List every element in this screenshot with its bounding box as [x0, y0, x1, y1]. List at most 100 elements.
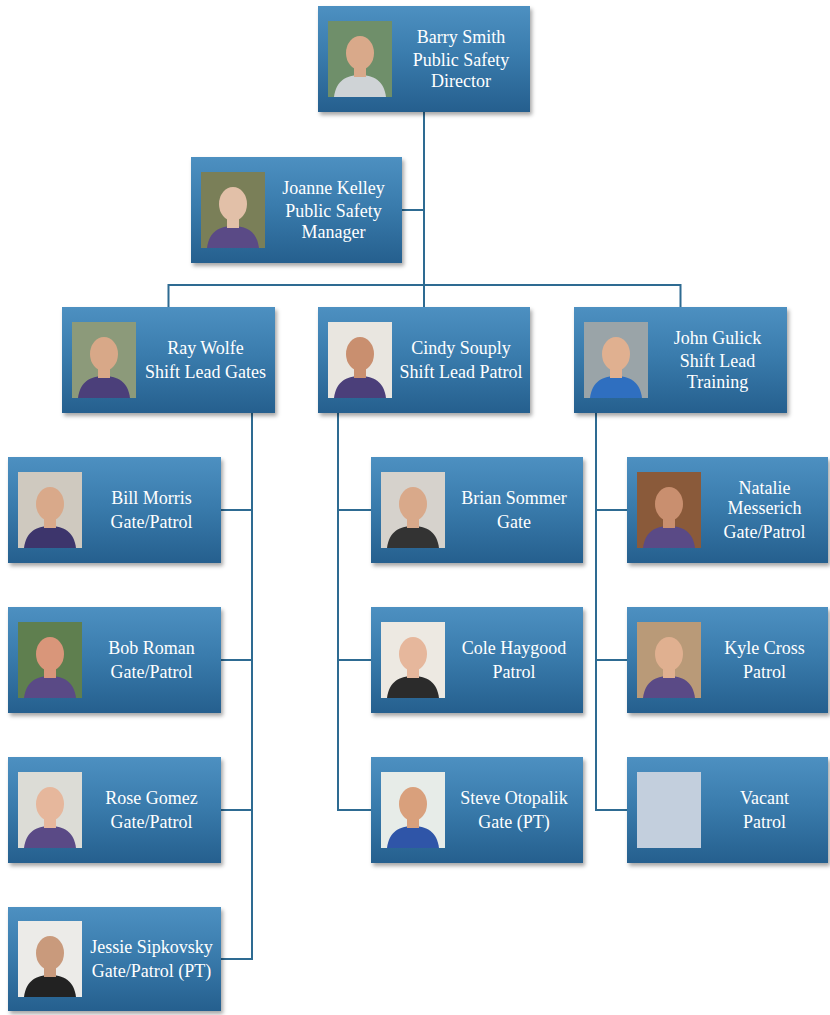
- person-name: Rose Gomez: [88, 788, 215, 808]
- person-name: Steve Otopalik: [451, 788, 577, 808]
- portrait-ground: [637, 772, 701, 848]
- portrait: [584, 322, 648, 398]
- person-name: Kyle Cross: [707, 638, 822, 658]
- portrait: [18, 921, 82, 997]
- portrait-shoulders: [643, 676, 695, 698]
- photo: [18, 921, 82, 997]
- reporting-line: [596, 413, 627, 510]
- staff-box: Joanne KelleyPublic Safety Manager: [191, 157, 402, 263]
- staff-box: Steve OtopalikGate (PT): [371, 757, 583, 863]
- portrait-shoulders: [24, 526, 76, 548]
- staff-box: Bob RomanGate/Patrol: [8, 607, 221, 713]
- portrait: [201, 172, 265, 248]
- staff-box: Jessie SipkovskyGate/Patrol (PT): [8, 907, 221, 1011]
- photo: [381, 622, 445, 698]
- portrait: [328, 21, 392, 97]
- job-title: Gate: [451, 512, 577, 532]
- reporting-line: [169, 112, 425, 307]
- text-column: Rose GomezGate/Patrol: [82, 788, 215, 832]
- job-title: Shift Lead Patrol: [398, 362, 524, 382]
- photo: [328, 21, 392, 97]
- portrait-head: [90, 337, 118, 371]
- job-title: Gate/Patrol: [707, 522, 822, 542]
- person-name: Joanne Kelley: [271, 178, 396, 198]
- portrait-ground: [328, 322, 392, 398]
- photo: [18, 622, 82, 698]
- job-title: Shift Lead Gates: [142, 362, 269, 382]
- text-column: Kyle CrossPatrol: [701, 638, 822, 682]
- staff-box: Cindy SouplyShift Lead Patrol: [318, 307, 530, 413]
- staff-box: Cole HaygoodPatrol: [371, 607, 583, 713]
- text-column: Bill MorrisGate/Patrol: [82, 488, 215, 532]
- reporting-line: [596, 413, 627, 810]
- reporting-line: [221, 413, 252, 959]
- text-column: Cole HaygoodPatrol: [445, 638, 577, 682]
- portrait-head: [36, 936, 64, 970]
- portrait-head: [36, 637, 64, 671]
- portrait-ground: [18, 622, 82, 698]
- portrait-head: [655, 637, 683, 671]
- person-name: Bob Roman: [88, 638, 215, 658]
- reporting-line: [424, 112, 681, 307]
- staff-box: Ray WolfeShift Lead Gates: [62, 307, 275, 413]
- portrait-head: [36, 487, 64, 521]
- text-column: John GulickShift Lead Training: [648, 328, 781, 392]
- staff-box: Kyle CrossPatrol: [627, 607, 828, 713]
- portrait-head: [36, 787, 64, 821]
- portrait-head: [655, 487, 683, 521]
- portrait-ground: [584, 322, 648, 398]
- text-column: VacantPatrol: [701, 788, 822, 832]
- reporting-line: [338, 413, 371, 810]
- portrait-shoulders: [643, 526, 695, 548]
- reporting-line: [338, 413, 371, 510]
- portrait-ground: [18, 772, 82, 848]
- portrait-head: [399, 637, 427, 671]
- person-name: Vacant: [707, 788, 822, 808]
- portrait: [18, 622, 82, 698]
- staff-box: John GulickShift Lead Training: [574, 307, 787, 413]
- portrait-shoulders: [387, 676, 439, 698]
- portrait-head: [346, 36, 374, 70]
- photo: [381, 472, 445, 548]
- person-name: Cole Haygood: [451, 638, 577, 658]
- text-column: Jessie SipkovskyGate/Patrol (PT): [82, 937, 215, 981]
- portrait: [72, 322, 136, 398]
- staff-box: Natalie MesserichGate/Patrol: [627, 457, 828, 563]
- staff-box: Brian SommerGate: [371, 457, 583, 563]
- portrait-shoulders: [334, 376, 386, 398]
- staff-box: Bill MorrisGate/Patrol: [8, 457, 221, 563]
- reporting-line: [596, 413, 627, 660]
- portrait: [381, 472, 445, 548]
- reporting-line: [402, 112, 424, 210]
- portrait-ground: [637, 622, 701, 698]
- job-title: Gate/Patrol: [88, 512, 215, 532]
- photo: [18, 772, 82, 848]
- portrait-shoulders: [24, 975, 76, 997]
- person-name: Jessie Sipkovsky: [88, 937, 215, 957]
- portrait-ground: [381, 772, 445, 848]
- job-title: Public Safety Director: [398, 50, 524, 91]
- portrait-shoulders: [24, 826, 76, 848]
- reporting-line: [221, 413, 252, 660]
- photo: [637, 472, 701, 548]
- portrait-ground: [18, 472, 82, 548]
- staff-box: Rose GomezGate/Patrol: [8, 757, 221, 863]
- portrait-head: [399, 487, 427, 521]
- photo: [18, 472, 82, 548]
- portrait-ground: [328, 21, 392, 97]
- portrait: [637, 622, 701, 698]
- text-column: Brian SommerGate: [445, 488, 577, 532]
- portrait-ground: [381, 622, 445, 698]
- portrait-shoulders: [24, 676, 76, 698]
- portrait-ground: [381, 472, 445, 548]
- reporting-line: [221, 413, 252, 510]
- person-name: Cindy Souply: [398, 338, 524, 358]
- portrait-shoulders: [334, 75, 386, 97]
- portrait-head: [602, 337, 630, 371]
- job-title: Patrol: [707, 812, 822, 832]
- portrait-head: [219, 187, 247, 221]
- photo: [637, 772, 701, 848]
- job-title: Public Safety Manager: [271, 201, 396, 242]
- portrait-ground: [637, 472, 701, 548]
- job-title: Gate/Patrol (PT): [88, 961, 215, 981]
